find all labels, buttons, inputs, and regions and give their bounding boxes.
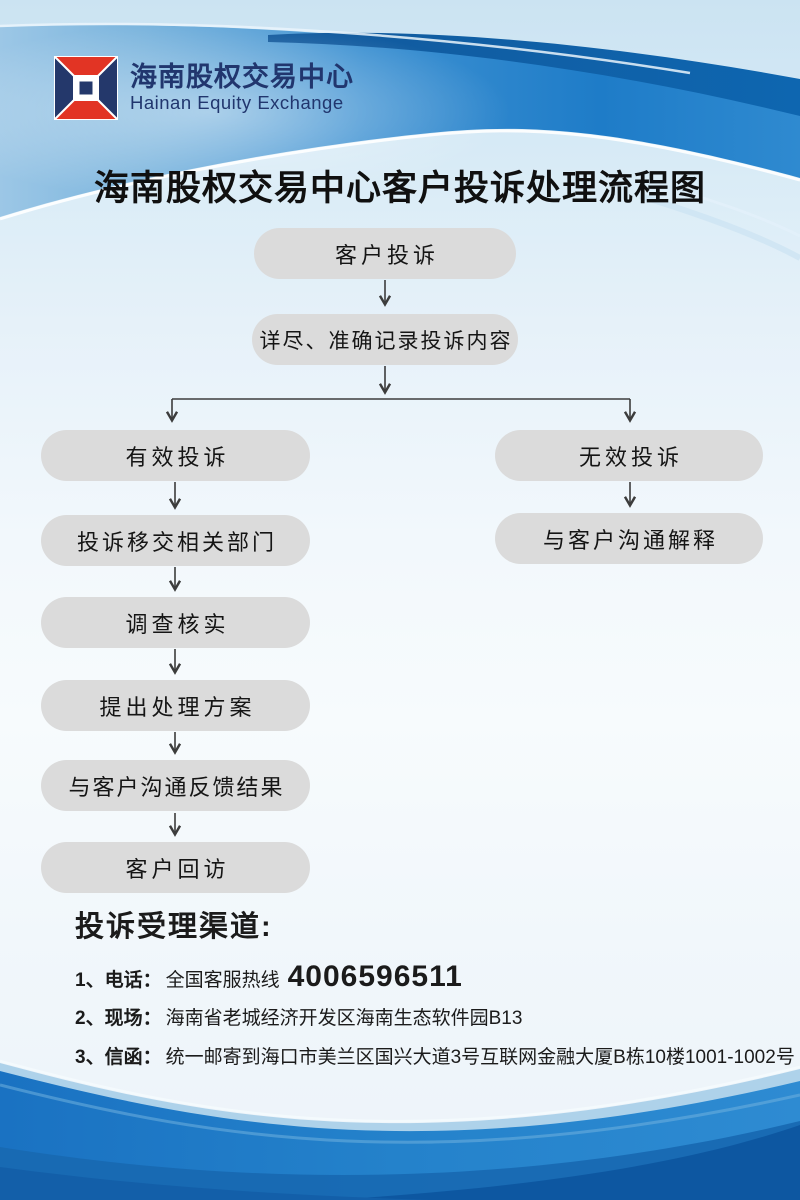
channel-onsite-text: 海南省老城经济开发区海南生态软件园B13 bbox=[165, 1008, 523, 1030]
channel-onsite-label: 2、现场： bbox=[75, 1008, 162, 1030]
channel-mail-label: 3、信函： bbox=[75, 1047, 162, 1069]
logo-mark-icon bbox=[54, 56, 118, 120]
channel-phone-number: 4006596511 bbox=[287, 960, 463, 994]
page-title: 海南股权交易中心客户投诉处理流程图 bbox=[93, 169, 706, 208]
flow-node-customer-revisit: 客户回访 bbox=[41, 842, 310, 893]
flow-node-communicate-explain: 与客户沟通解释 bbox=[495, 513, 763, 564]
channel-item-phone: 1、电话： 全国客服热线 4006596511 bbox=[75, 960, 755, 994]
flow-node-feedback-result: 与客户沟通反馈结果 bbox=[41, 760, 310, 811]
channels-heading: 投诉受理渠道: bbox=[75, 911, 273, 943]
logo-name-zh: 海南股权交易中心 bbox=[130, 61, 354, 92]
footer-main-band bbox=[0, 1071, 800, 1200]
footer-pale-band bbox=[0, 1063, 800, 1200]
channel-item-mail: 3、信函： 统一邮寄到海口市美兰区国兴大道3号互联网金融大厦B栋10楼1001-… bbox=[75, 1042, 795, 1069]
flow-node-customer-complaint: 客户投诉 bbox=[254, 228, 516, 279]
logo-text: 海南股权交易中心 Hainan Equity Exchange bbox=[130, 61, 354, 114]
logo-name-en: Hainan Equity Exchange bbox=[130, 92, 344, 114]
footer-top-highlight bbox=[0, 1059, 800, 1123]
flow-node-valid-complaint: 有效投诉 bbox=[41, 430, 310, 481]
flow-node-investigate-verify: 调查核实 bbox=[41, 597, 310, 648]
channel-phone-label: 1、电话： bbox=[75, 970, 162, 992]
footer-dark-left-wave bbox=[0, 1167, 430, 1200]
channels-section: 投诉受理渠道: 1、电话： 全国客服热线 4006596511 2、现场： 海南… bbox=[75, 908, 795, 1069]
flow-node-propose-solution: 提出处理方案 bbox=[41, 680, 310, 731]
channel-phone-text: 全国客服热线 bbox=[165, 970, 280, 992]
channel-mail-text: 统一邮寄到海口市美兰区国兴大道3号互联网金融大厦B栋10楼1001-1002号 bbox=[165, 1047, 795, 1069]
footer-deep-band bbox=[0, 1121, 800, 1200]
flow-node-record-complaint: 详尽、准确记录投诉内容 bbox=[252, 314, 518, 365]
flow-node-invalid-complaint: 无效投诉 bbox=[495, 430, 763, 481]
footer-inner-streak bbox=[0, 1083, 800, 1144]
flow-node-transfer-department: 投诉移交相关部门 bbox=[41, 515, 310, 566]
hainan-equity-exchange-logo: 海南股权交易中心 Hainan Equity Exchange bbox=[54, 56, 354, 120]
footer-wave-band bbox=[0, 1059, 800, 1200]
channel-item-onsite: 2、现场： 海南省老城经济开发区海南生态软件园B13 bbox=[75, 1003, 755, 1030]
footer-dark-right-wave bbox=[330, 1125, 800, 1200]
